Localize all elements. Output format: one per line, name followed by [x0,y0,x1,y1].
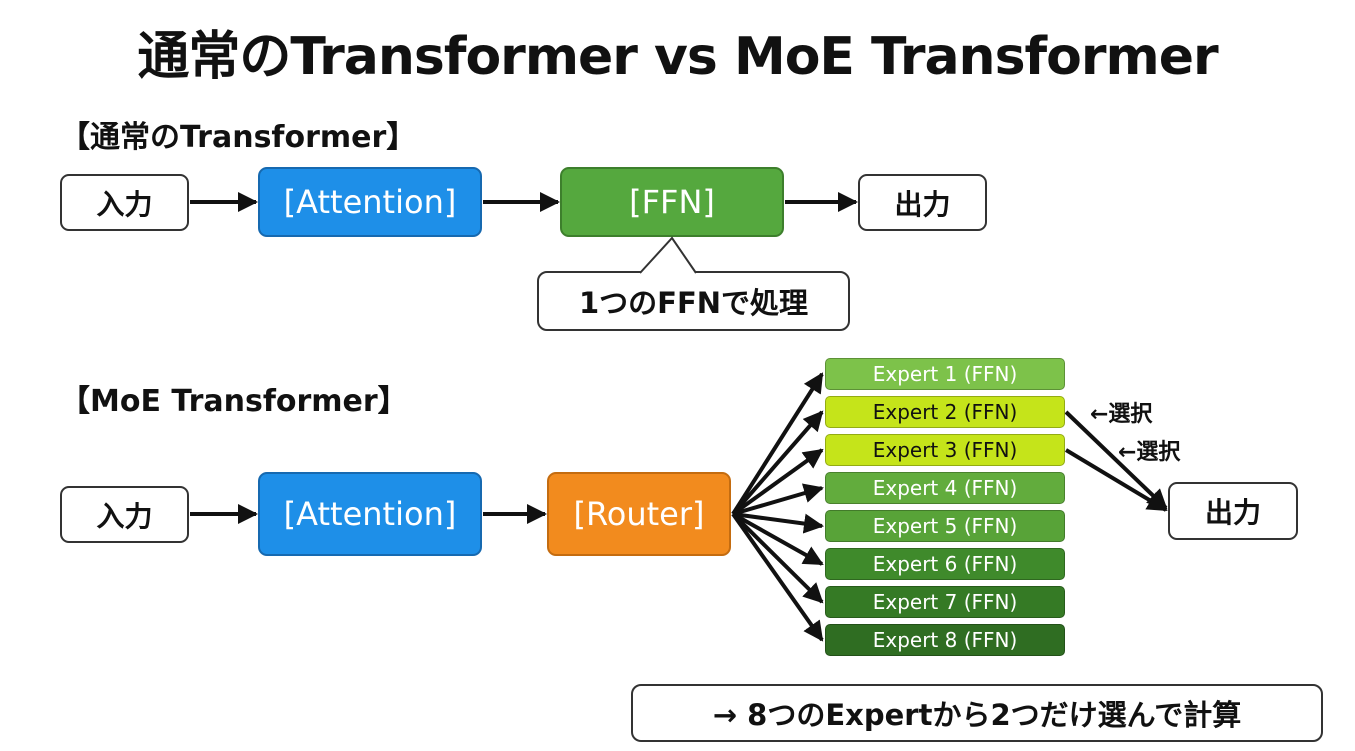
moe-output-box: 出力 [1168,482,1298,540]
standard-ffn-box: [FFN] [560,167,784,237]
moe-attention-box: [Attention] [258,472,482,556]
expert-1-box: Expert 1 (FFN) [825,358,1065,390]
arrow-router-to-expert-2 [731,410,824,516]
arrow-router-to-expert-1 [731,372,824,516]
select-label-expert-3: ←選択 [1118,440,1181,465]
expert-3-box: Expert 3 (FFN) [825,434,1065,466]
page-title: 通常のTransformer vs MoE Transformer [137,27,1218,87]
arrow-router-to-expert-6 [732,512,824,566]
arrow-router-to-expert-4 [732,483,824,516]
arrow-expert2-to-output [1064,410,1168,510]
standard-input-box: 入力 [60,174,189,231]
expert-4-box: Expert 4 (FFN) [825,472,1065,504]
router-box: [Router] [547,472,731,556]
standard-section-heading: 【通常のTransformer】 [60,120,417,155]
arrow-router-to-expert-3 [731,448,824,516]
standard-output-box: 出力 [858,174,987,231]
expert-6-box: Expert 6 (FFN) [825,548,1065,580]
moe-section-heading: 【MoE Transformer】 [60,384,408,419]
router-to-experts-arrows [731,372,824,642]
arrow-router-to-expert-7 [731,512,824,604]
standard-attention-box: [Attention] [258,167,482,237]
arrow-router-to-expert-5 [732,512,824,534]
expert-5-box: Expert 5 (FFN) [825,510,1065,542]
expert-8-box: Expert 8 (FFN) [825,624,1065,656]
expert-7-box: Expert 7 (FFN) [825,586,1065,618]
arrow-router-to-expert-8 [731,512,824,642]
moe-input-box: 入力 [60,486,189,543]
expert-2-box: Expert 2 (FFN) [825,396,1065,428]
standard-callout: 1つのFFNで処理 [537,271,850,331]
moe-callout: → 8つのExpertから2つだけ選んで計算 [631,684,1323,742]
select-label-expert-2: ←選択 [1090,402,1153,427]
arrow-expert3-to-output [1064,448,1168,512]
